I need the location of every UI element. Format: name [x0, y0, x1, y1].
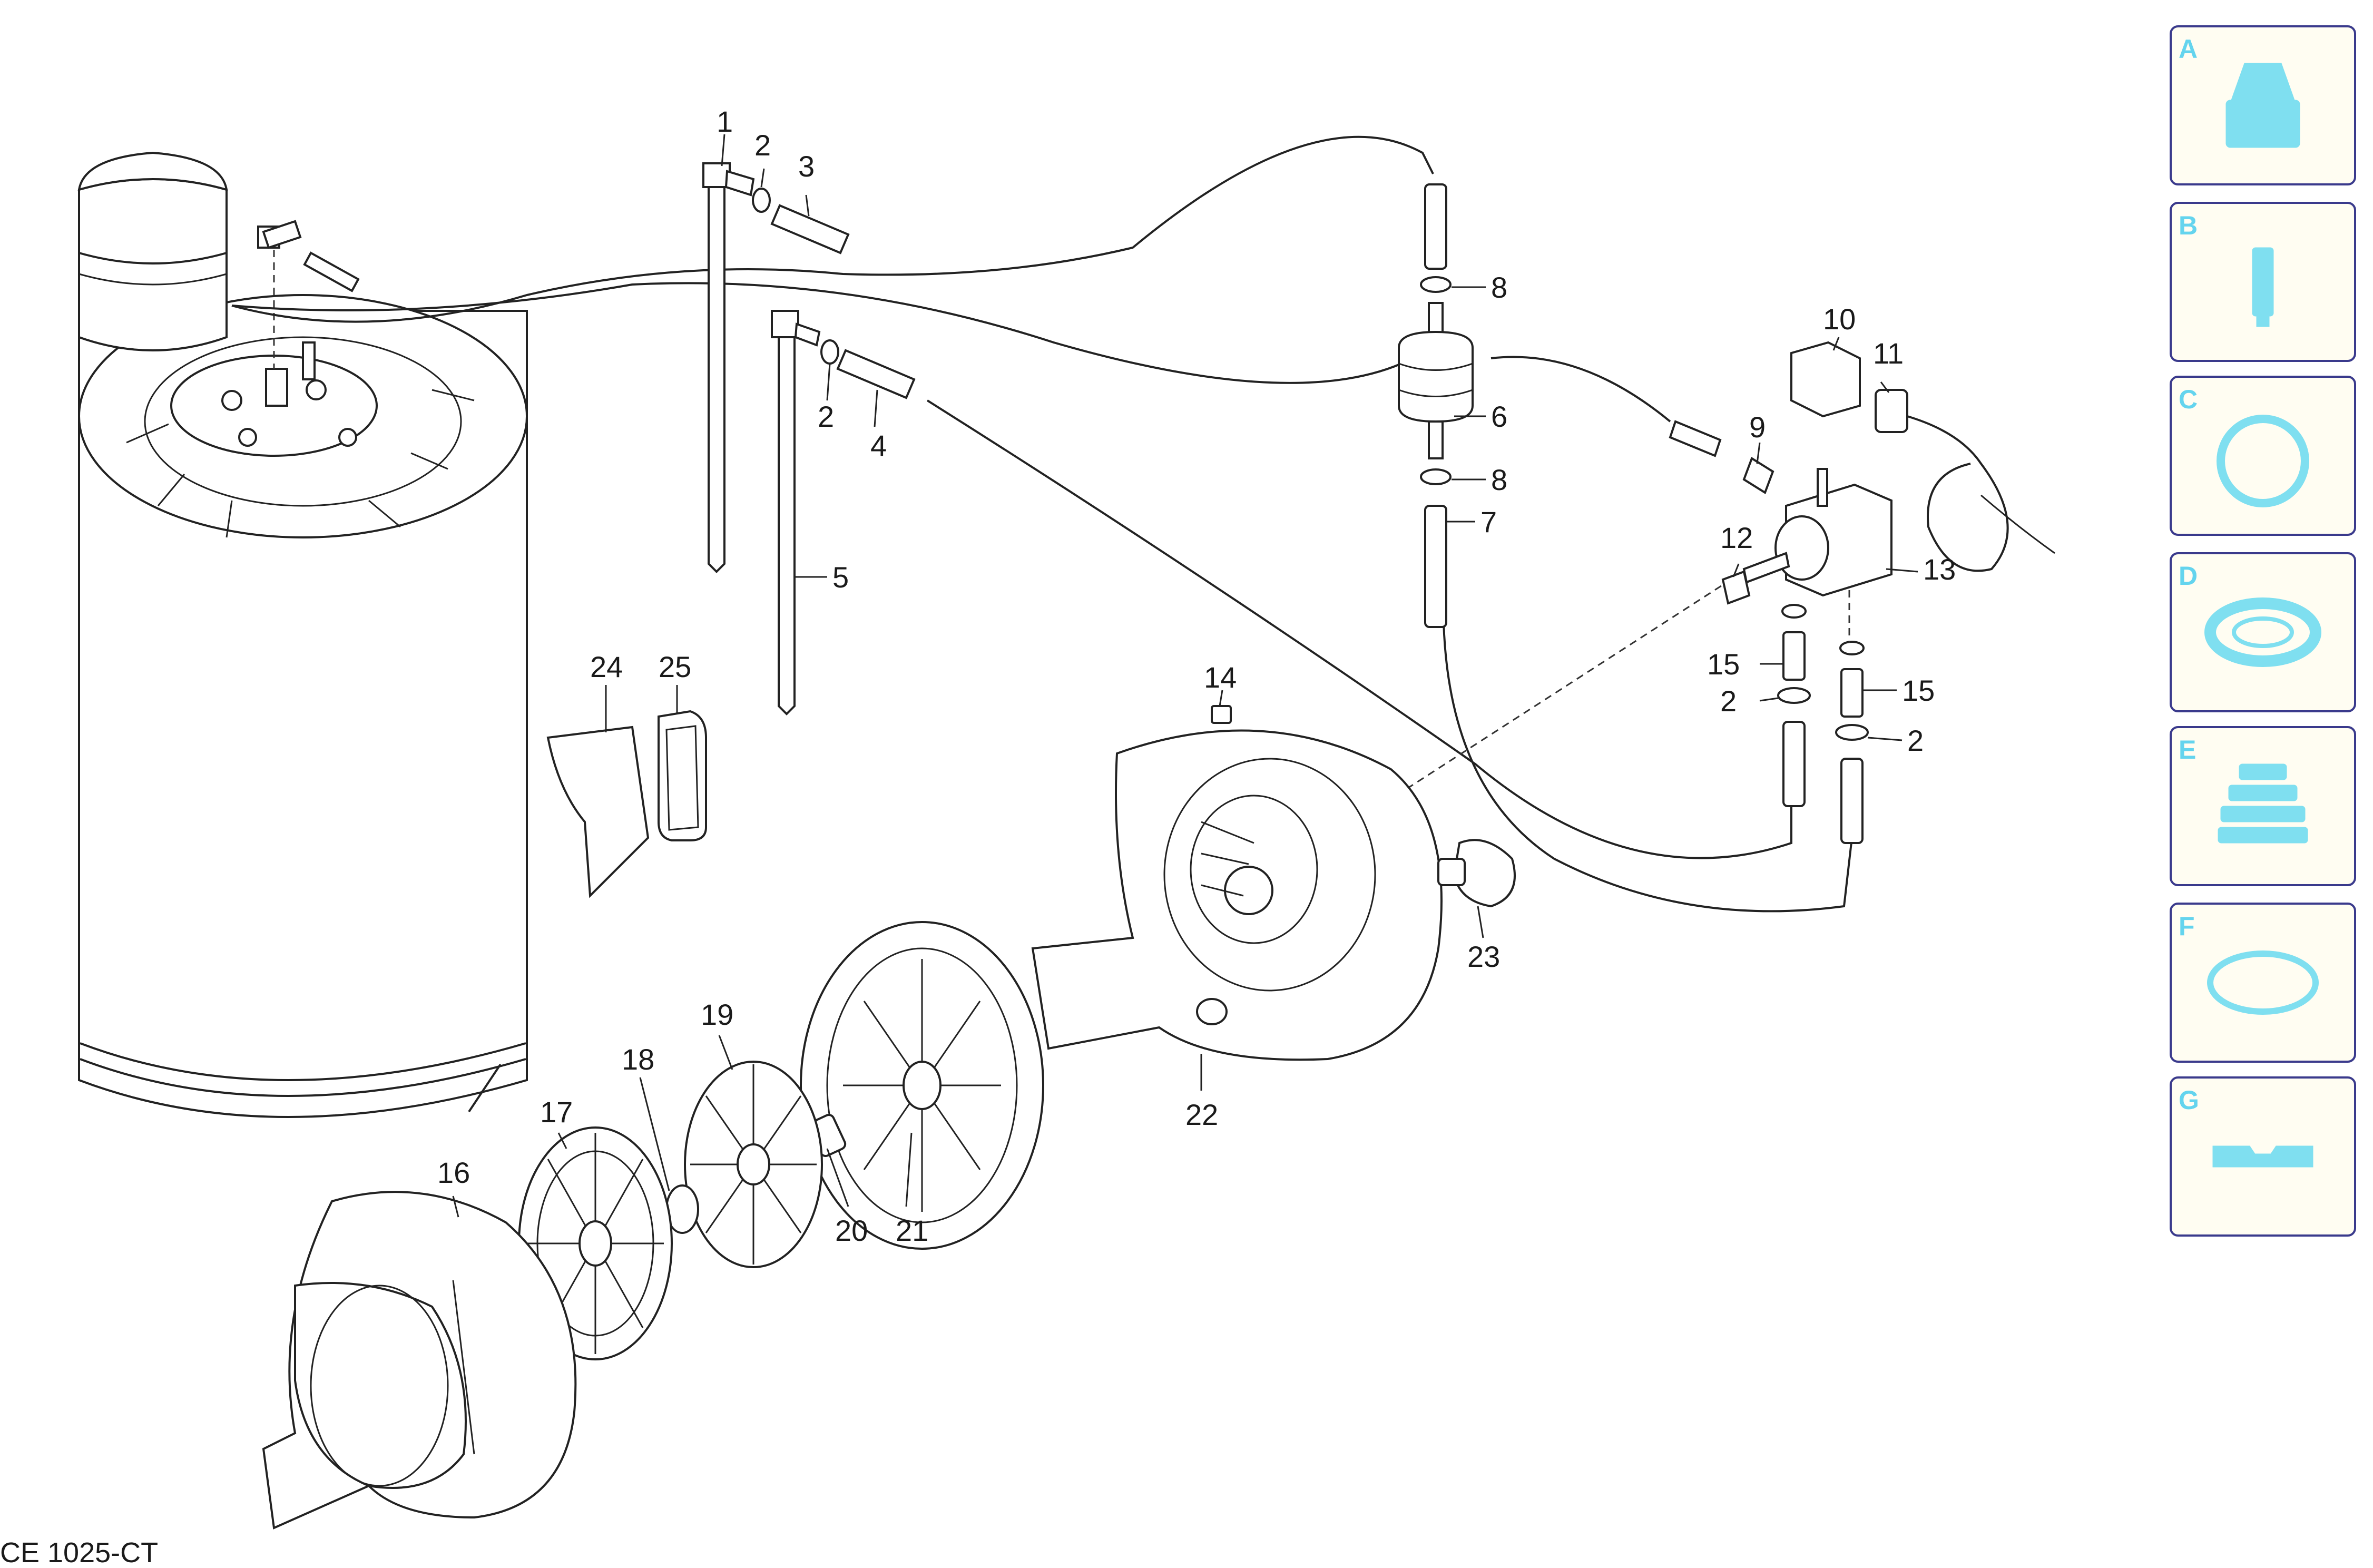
callout-2: 2	[1720, 684, 1737, 718]
part-5-probe	[771, 310, 821, 716]
callout-23: 23	[1467, 940, 1500, 973]
callout-11: 11	[1873, 337, 1904, 370]
callout-24: 24	[590, 650, 623, 683]
fuel-filter-assembly	[1398, 183, 1474, 628]
assembly-axis	[1396, 584, 1723, 797]
part-16-fan-shroud	[262, 1191, 577, 1530]
callout-3: 3	[798, 150, 815, 183]
tab-f[interactable]: F	[2170, 903, 2356, 1063]
side-tabs: A B C D	[2170, 25, 2356, 1237]
callout-2: 2	[754, 129, 771, 162]
pump-solenoid-assembly	[1669, 341, 2055, 605]
document-code: CE 1025-CT	[0, 1537, 158, 1568]
part-24-bracket	[546, 726, 650, 898]
callout-25: 25	[659, 650, 691, 683]
callout-16: 16	[437, 1156, 470, 1189]
tab-a[interactable]: A	[2170, 25, 2356, 185]
boiler-tank	[77, 151, 528, 1118]
part-1-probe	[702, 162, 755, 573]
callout-10: 10	[1823, 302, 1856, 336]
callout-14: 14	[1204, 661, 1237, 694]
callout-7: 7	[1480, 505, 1497, 538]
part-14-clip	[1211, 705, 1232, 724]
callout-21: 21	[896, 1214, 928, 1247]
part-19-disc	[684, 1061, 823, 1268]
tab-c[interactable]: C	[2170, 376, 2356, 536]
tab-letter: D	[2179, 561, 2198, 591]
callout-22: 22	[1185, 1098, 1218, 1131]
cylinder-part-icon	[2252, 247, 2274, 327]
nozzle-icon	[2225, 63, 2300, 148]
callout-2: 2	[818, 400, 834, 433]
callout-2: 2	[1907, 724, 1924, 757]
part-21-impeller-wheel	[800, 921, 1044, 1250]
o-ring-icon	[2217, 415, 2309, 507]
part-2-clamp-b	[820, 339, 839, 365]
pump-fittings	[1777, 590, 1869, 844]
callout-17: 17	[540, 1095, 573, 1129]
callout-5: 5	[832, 561, 849, 594]
plate-icon	[2212, 1145, 2313, 1168]
fuel-lines	[231, 135, 1853, 913]
callout-13: 13	[1923, 553, 1956, 586]
tab-e[interactable]: E	[2170, 726, 2356, 886]
tab-g[interactable]: G	[2170, 1076, 2356, 1237]
callout-8: 8	[1491, 271, 1507, 304]
tab-letter: B	[2179, 211, 2198, 240]
callout-9: 9	[1749, 410, 1766, 444]
callout-4: 4	[870, 429, 887, 462]
callout-15: 15	[1707, 648, 1740, 681]
tab-b[interactable]: B	[2170, 202, 2356, 362]
callout-12: 12	[1720, 521, 1753, 554]
gasket-icon	[2207, 950, 2319, 1015]
part-23-knob	[1437, 839, 1516, 908]
tab-letter: G	[2179, 1085, 2199, 1115]
part-2-clamp-a	[752, 188, 771, 213]
callout-15: 15	[1902, 674, 1935, 707]
part-25-gasket	[658, 710, 707, 841]
callout-20: 20	[835, 1214, 868, 1247]
tab-letter: A	[2179, 34, 2198, 64]
tab-letter: E	[2179, 735, 2196, 765]
bellows-icon	[2218, 763, 2308, 844]
callout-8: 8	[1491, 463, 1507, 496]
callout-18: 18	[622, 1043, 654, 1076]
tab-d[interactable]: D	[2170, 552, 2356, 712]
callout-leaders	[452, 134, 1918, 1218]
tab-letter: F	[2179, 912, 2195, 941]
seal-ring-icon	[2204, 597, 2321, 667]
callout-19: 19	[701, 998, 733, 1031]
part-4-hose	[836, 349, 916, 399]
part-3-hose	[770, 204, 850, 254]
part-22-fan-housing	[1031, 729, 1443, 1061]
callout-1: 1	[717, 105, 733, 138]
tab-letter: C	[2179, 385, 2198, 414]
callout-numbers: 1 2 3 2 4 5 6 7 8 8 9 10 11 12 13 14 15 …	[437, 105, 1956, 1247]
callout-6: 6	[1491, 400, 1507, 433]
